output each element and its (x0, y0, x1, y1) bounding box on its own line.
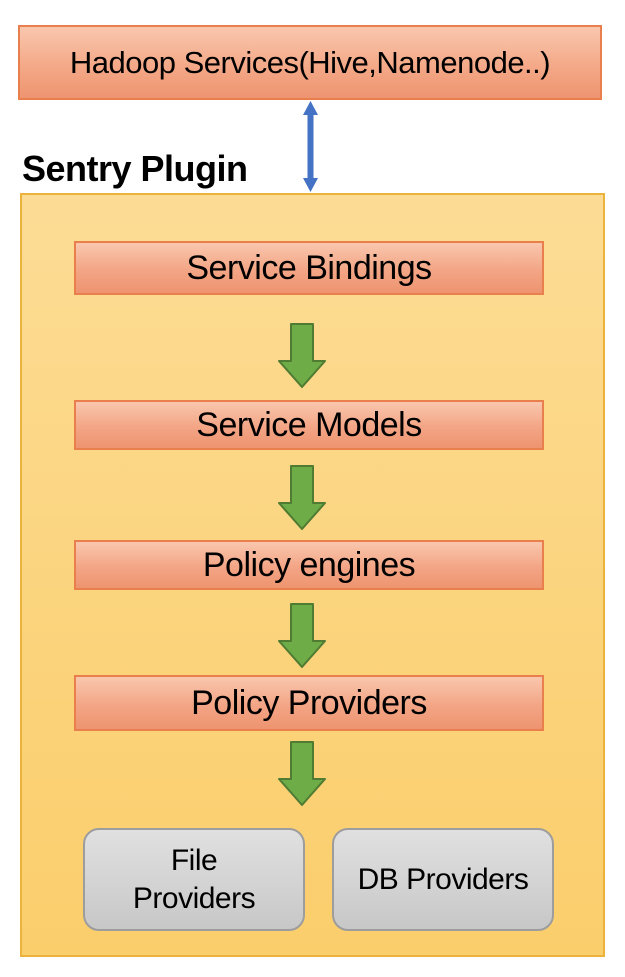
policy-providers-box: Policy Providers (74, 675, 544, 731)
down-block-arrow-icon (278, 741, 326, 806)
service-bindings-box: Service Bindings (74, 241, 544, 295)
down-block-arrow-icon (278, 323, 326, 388)
hadoop-services-label: Hadoop Services(Hive,Namenode..) (69, 44, 551, 80)
db-providers-label: DB Providers (357, 862, 529, 896)
service-models-label: Service Models (196, 405, 422, 444)
hadoop-services-box: Hadoop Services(Hive,Namenode..) (18, 25, 602, 100)
down-block-arrow-icon (278, 603, 326, 668)
down-block-arrow-icon (278, 465, 326, 530)
bidirectional-vertical-arrow-icon (303, 101, 318, 192)
policy-providers-label: Policy Providers (191, 683, 427, 722)
policy-engines-label: Policy engines (202, 545, 416, 584)
sentry-plugin-title: Sentry Plugin (22, 148, 248, 189)
service-models-box: Service Models (74, 400, 544, 450)
service-bindings-label: Service Bindings (186, 248, 432, 287)
file-providers-box: File Providers (83, 828, 305, 931)
sentry-plugin-container: Service Bindings Service Models Policy e… (20, 193, 605, 957)
policy-engines-box: Policy engines (74, 540, 544, 590)
file-providers-label: File Providers (132, 843, 256, 915)
db-providers-box: DB Providers (332, 828, 554, 931)
